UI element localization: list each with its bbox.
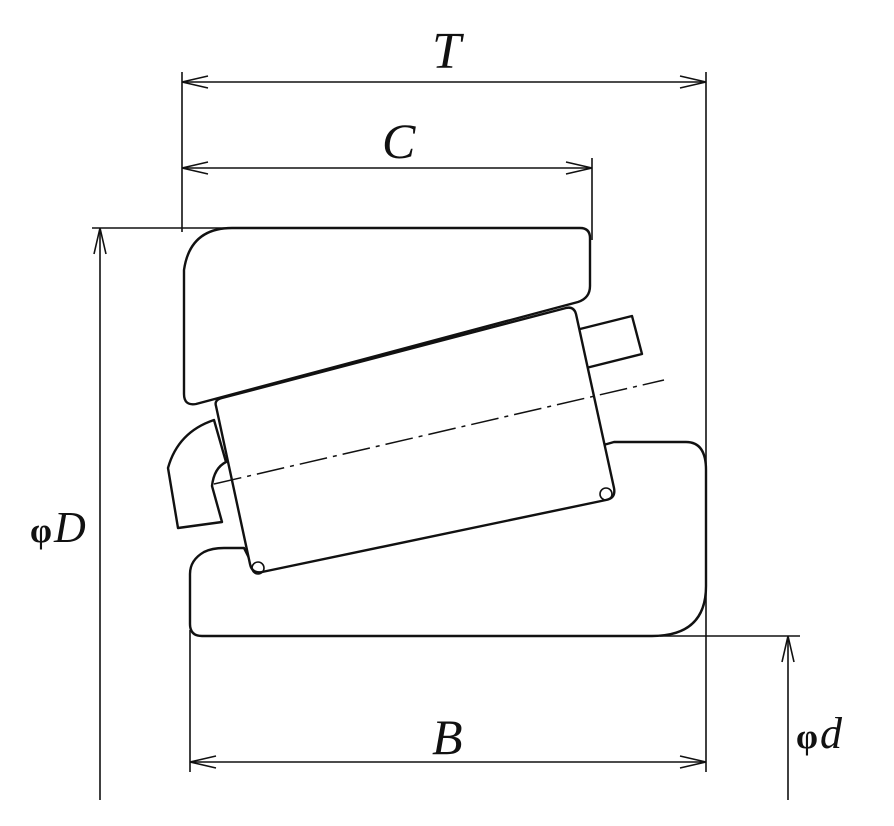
dimension-label-D: φD — [30, 502, 86, 553]
inner-ring — [188, 440, 708, 638]
dimension-label-d: φd — [796, 708, 842, 759]
dimension-C — [181, 158, 593, 240]
dimension-letter-d: d — [819, 709, 842, 758]
dimension-T — [181, 72, 707, 772]
phi-symbol: φ — [30, 511, 52, 550]
dimension-label-B: B — [432, 709, 463, 765]
dimension-B — [189, 630, 707, 772]
cage-lower — [166, 418, 228, 530]
dimension-label-C: C — [382, 113, 416, 169]
dimension-letter-D: D — [53, 503, 86, 552]
phi-symbol: φ — [796, 717, 818, 756]
dimension-label-T: T — [432, 23, 461, 80]
dimension-D — [92, 227, 240, 800]
outer-ring — [182, 226, 592, 406]
roller-fillet-bottom — [251, 561, 265, 575]
roller-fillet-top — [599, 487, 613, 501]
dimension-d — [660, 635, 800, 800]
roller-axis — [213, 379, 665, 485]
